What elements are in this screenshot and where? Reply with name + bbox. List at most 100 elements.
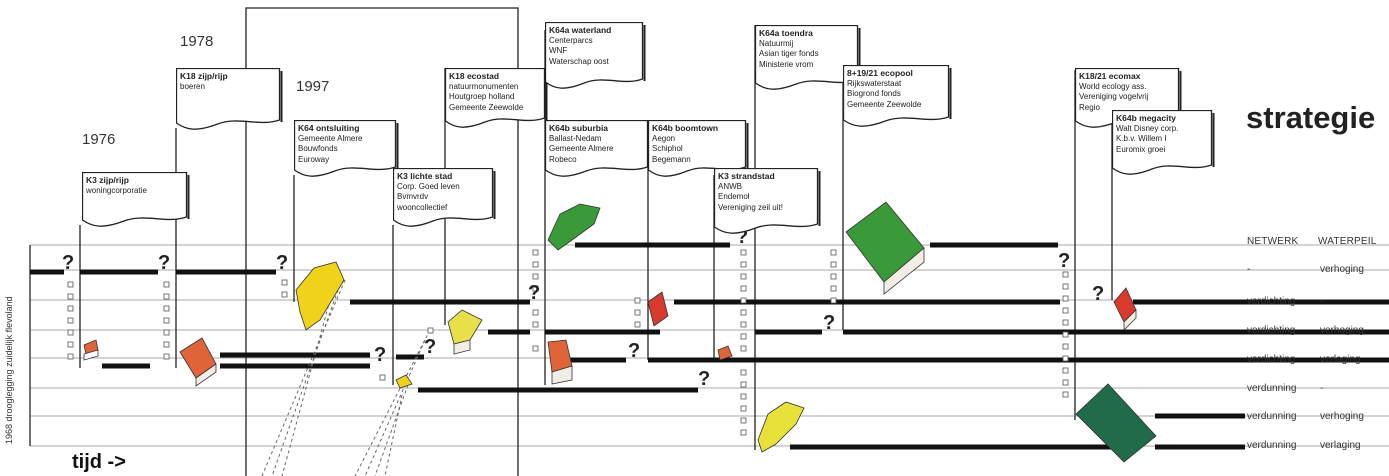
card-title: K64b boomtown [652,123,719,133]
card-title: K3 lichte stad [397,171,453,181]
card-line: Regio [1079,102,1100,112]
row-netwerk: verdichting [1247,296,1296,307]
card-line: Ministerie vrom [759,59,814,69]
card-line: Asian tiger fonds [759,49,819,58]
question-mark-12: ? [1092,283,1105,305]
row-netwerk: verdunning [1247,411,1297,422]
card-line: Waterschap oost [549,56,609,66]
card-line: Euromix groei [1116,144,1166,154]
row-netwerk: - [1247,264,1251,275]
time-axis-label: tijd -> [72,451,126,473]
card-line: Houtgroep holland [449,92,515,101]
card-line: woningcorporatie [86,185,147,195]
card-line: Bouwfonds [298,144,338,153]
land-plots [83,201,1157,463]
year-label-1976: 1976 [82,131,116,148]
card-line: Euroway [298,154,330,164]
card-line: Gemeente Almere [549,144,614,153]
row-netwerk: verdunning [1247,440,1297,451]
column-header-waterpeil: WATERPEIL [1318,236,1377,247]
card-line: Robeco [549,154,577,164]
card-line: WNF [549,46,568,55]
card-title: 8+19/21 ecopool [847,68,913,78]
question-mark-3: ? [276,252,289,274]
card-title: K64a toendra [759,28,813,38]
plot-yellow-2 [447,309,483,355]
card-line: Corp. Goed leven [397,181,460,191]
question-mark-2: ? [158,252,171,274]
year-label-1978: 1978 [180,33,214,50]
plot-orange-2 [547,339,573,385]
plot-green-2 [845,201,925,295]
question-mark-10: ? [823,312,836,334]
side-label-drooglegging: 1968 drooglegging zuidelijk flevoland [4,296,14,444]
card-line: Begemann [652,154,691,164]
card-line: Schiphol [652,144,683,153]
card-line: ANWB [718,181,742,191]
question-mark-7: ? [628,340,641,362]
column-header-netwerk: NETWERK [1247,236,1299,247]
card-line: Walt Disney corp. [1116,123,1179,133]
card-title: K64b suburbia [549,123,609,133]
plot-lime [757,401,805,453]
card-title: K18/21 ecomax [1079,71,1141,81]
card-line: Gemeente Zeewolde [449,102,524,112]
row-waterpeil: - [1320,296,1324,307]
card-line: Natuurmij [759,38,794,48]
card-line: natuurmonumenten [449,81,519,91]
card-line: Biogrond fonds [847,89,901,98]
row-waterpeil: verhoging [1320,325,1364,336]
row-waterpeil: - [1320,383,1324,394]
card-line: Bvmvrdv [397,192,429,201]
question-mark-11: ? [1058,250,1071,272]
card-line: Vereniging vogelvrij [1079,92,1149,101]
row-waterpeil: verlaging [1320,354,1361,365]
question-mark-5: ? [424,336,437,358]
strategie-title: strategie [1246,100,1376,135]
card-title: K64b megacity [1116,113,1176,123]
question-mark-1: ? [62,252,75,274]
card-title: K3 zijp/rijp [86,175,129,185]
row-netwerk: verdichting [1247,325,1296,336]
plot-red-1 [647,291,669,327]
card-title: K18 zijp/rijp [180,71,228,81]
plot-darkgreen [1075,383,1157,463]
dashed-projections [261,279,431,476]
card-title: K3 strandstad [718,171,775,181]
card-line: Aegon [652,133,676,143]
plot-green-1 [547,203,601,251]
card-line: boeren [180,81,205,91]
question-mark-4: ? [374,344,387,366]
plot-red-2 [1113,287,1137,331]
row-netwerk: verdichting [1247,354,1296,365]
question-mark-8: ? [698,368,711,390]
row-waterpeil: verlaging [1320,440,1361,451]
plot-orange-small-2 [717,345,733,361]
card-line: World ecology ass. [1079,81,1147,91]
plot-yellow-1 [295,261,345,331]
question-mark-6: ? [528,282,541,304]
card-line: Rijkswaterstaat [847,78,902,88]
row-netwerk: verdunning [1247,383,1297,394]
card-title: K18 ecostad [449,71,500,81]
row-waterpeil: verhoging [1320,264,1364,275]
card-line: Ballast-Nedam [549,133,602,143]
plot-orange-1 [179,337,217,387]
card-line: wooncollectief [397,202,448,212]
card-title: K64 ontsluiting [298,123,360,133]
step-squares [67,249,1069,436]
plot-yellow-small [395,374,413,389]
strategy-paths [30,242,1389,450]
year-label-1997: 1997 [296,78,330,95]
